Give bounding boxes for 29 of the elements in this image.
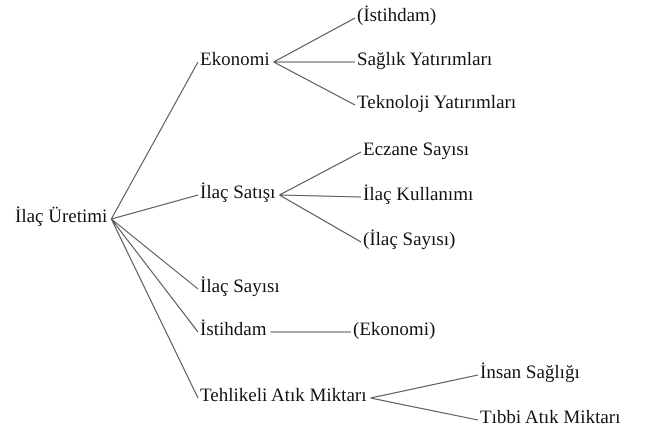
topic-label: (Ekonomi) bbox=[353, 319, 436, 340]
connector-line bbox=[273, 18, 356, 62]
connector-line bbox=[370, 397, 478, 421]
topic-label: İnsan Sağlığı bbox=[480, 362, 580, 383]
connector-line bbox=[110, 218, 198, 332]
connector-line bbox=[279, 194, 362, 198]
topic-label: Eczane Sayısı bbox=[363, 139, 470, 160]
connector-line bbox=[110, 62, 198, 220]
topic-label: Tıbbi Atık Miktarı bbox=[480, 407, 620, 428]
topic-label: İlaç Sayısı bbox=[200, 276, 280, 297]
connector-line bbox=[370, 374, 478, 399]
connector-line bbox=[110, 218, 198, 290]
topic-label: Tehlikeli Atık Miktarı bbox=[200, 385, 366, 406]
connector-line bbox=[274, 61, 355, 63]
connector-line bbox=[273, 62, 356, 106]
topic-label: İlaç Kullanımı bbox=[363, 184, 474, 205]
topic-label: Teknoloji Yatırımları bbox=[357, 92, 516, 113]
connector-line bbox=[110, 218, 198, 398]
topic-label: İlaç Satışı bbox=[200, 182, 276, 203]
topic-label: İlaç Üretimi bbox=[15, 206, 108, 227]
topic-label: Sağlık Yatırımları bbox=[357, 49, 492, 70]
topic-label: İstihdam bbox=[200, 319, 266, 340]
topic-label: (İstihdam) bbox=[357, 5, 436, 26]
topic-label: Ekonomi bbox=[200, 49, 270, 70]
connector-line bbox=[279, 194, 362, 242]
connector-line bbox=[270, 331, 351, 333]
connector-line bbox=[279, 152, 362, 196]
connector-line bbox=[111, 194, 198, 220]
topic-label: (İlaç Sayısı) bbox=[363, 229, 456, 250]
